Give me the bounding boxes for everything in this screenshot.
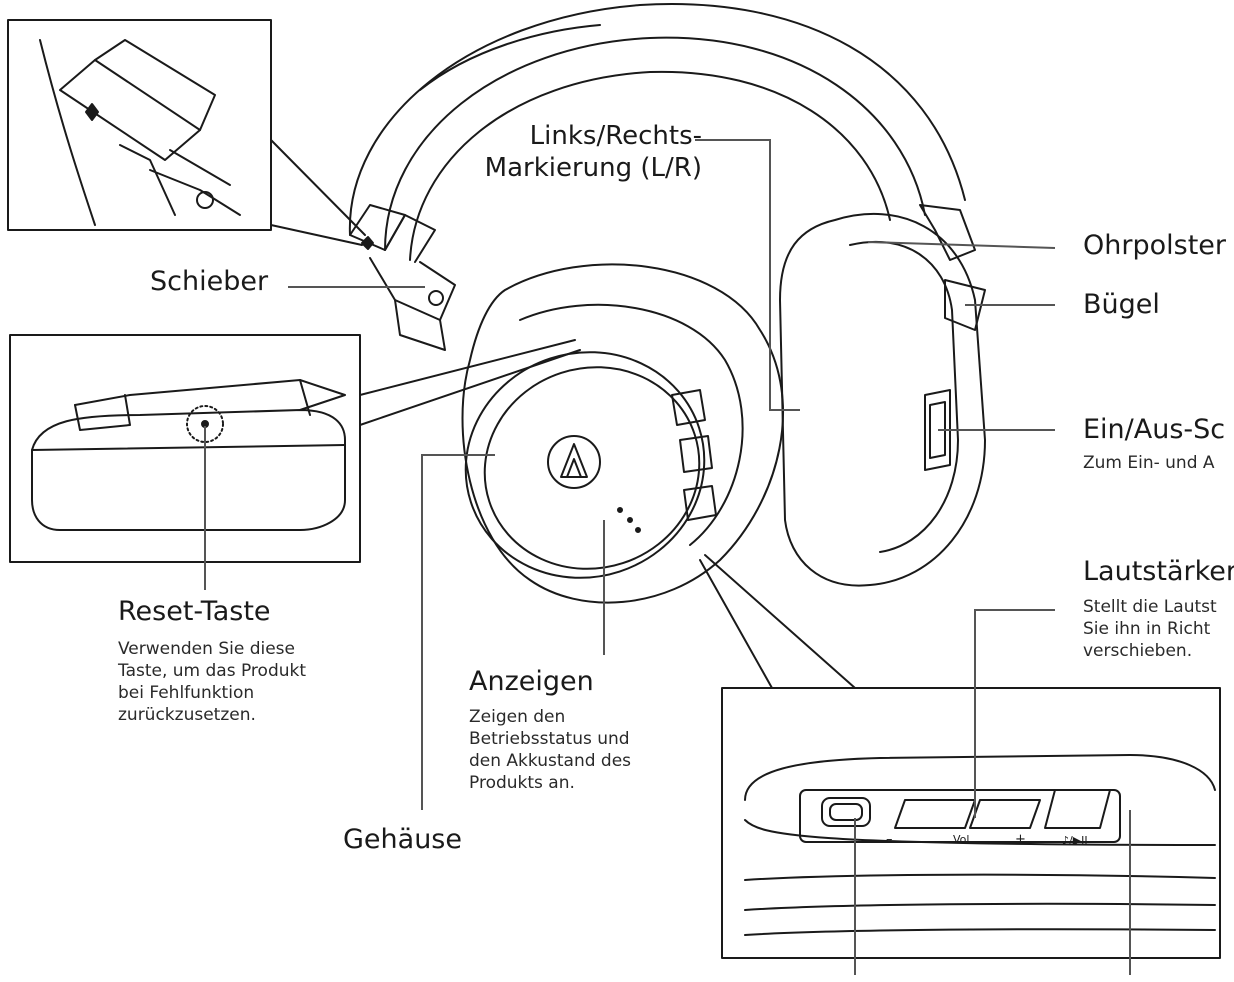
minus-mark: – [886,832,893,847]
desc-lautstaerke: Stellt die Lautst Sie ihn in Richt versc… [1083,597,1217,661]
inset-reset-box [9,334,361,563]
desc-anzeigen: Zeigen den Betriebsstatus und den Akkust… [469,707,632,793]
vol-mark: Vol [953,833,970,846]
headband-illustration [348,3,966,261]
right-earcup-illustration [779,204,986,587]
label-anzeigen: Anzeigen [469,666,594,697]
label-lautstaerke: Lautstärker [1083,556,1234,587]
label-ein-aus: Ein/Aus-Sc [1083,414,1226,445]
label-markierung: Links/Rechts- Markierung (L/R) [484,121,702,183]
leader-markierung [695,139,800,411]
inset-lr-marker-illustration [39,39,241,226]
leader-lautstaerke [974,609,1055,818]
left-earcup-illustration [461,263,785,604]
inset-controls-illustration [744,754,1216,936]
callout-wedges [270,139,856,689]
desc-reset: Verwenden Sie diese Taste, um das Produk… [118,639,307,725]
leader-gehaeuse [421,454,495,810]
label-schieber: Schieber [150,266,269,297]
inset-reset-illustration [31,379,346,531]
label-ohrpolster: Ohrpolster [1083,230,1226,261]
inset-lr-marker-box [7,19,272,231]
left-slider-illustration [349,204,456,351]
play-pause-mark: ♪/▶II [1062,834,1088,847]
inset-controls-box [721,687,1221,959]
label-gehaeuse: Gehäuse [343,824,462,855]
desc-ein-aus: Zum Ein- und A [1083,453,1215,473]
plus-mark: + [1015,832,1026,847]
leader-ohrpolster [867,241,1056,249]
label-reset: Reset-Taste [118,596,271,627]
label-buegel: Bügel [1083,289,1160,320]
